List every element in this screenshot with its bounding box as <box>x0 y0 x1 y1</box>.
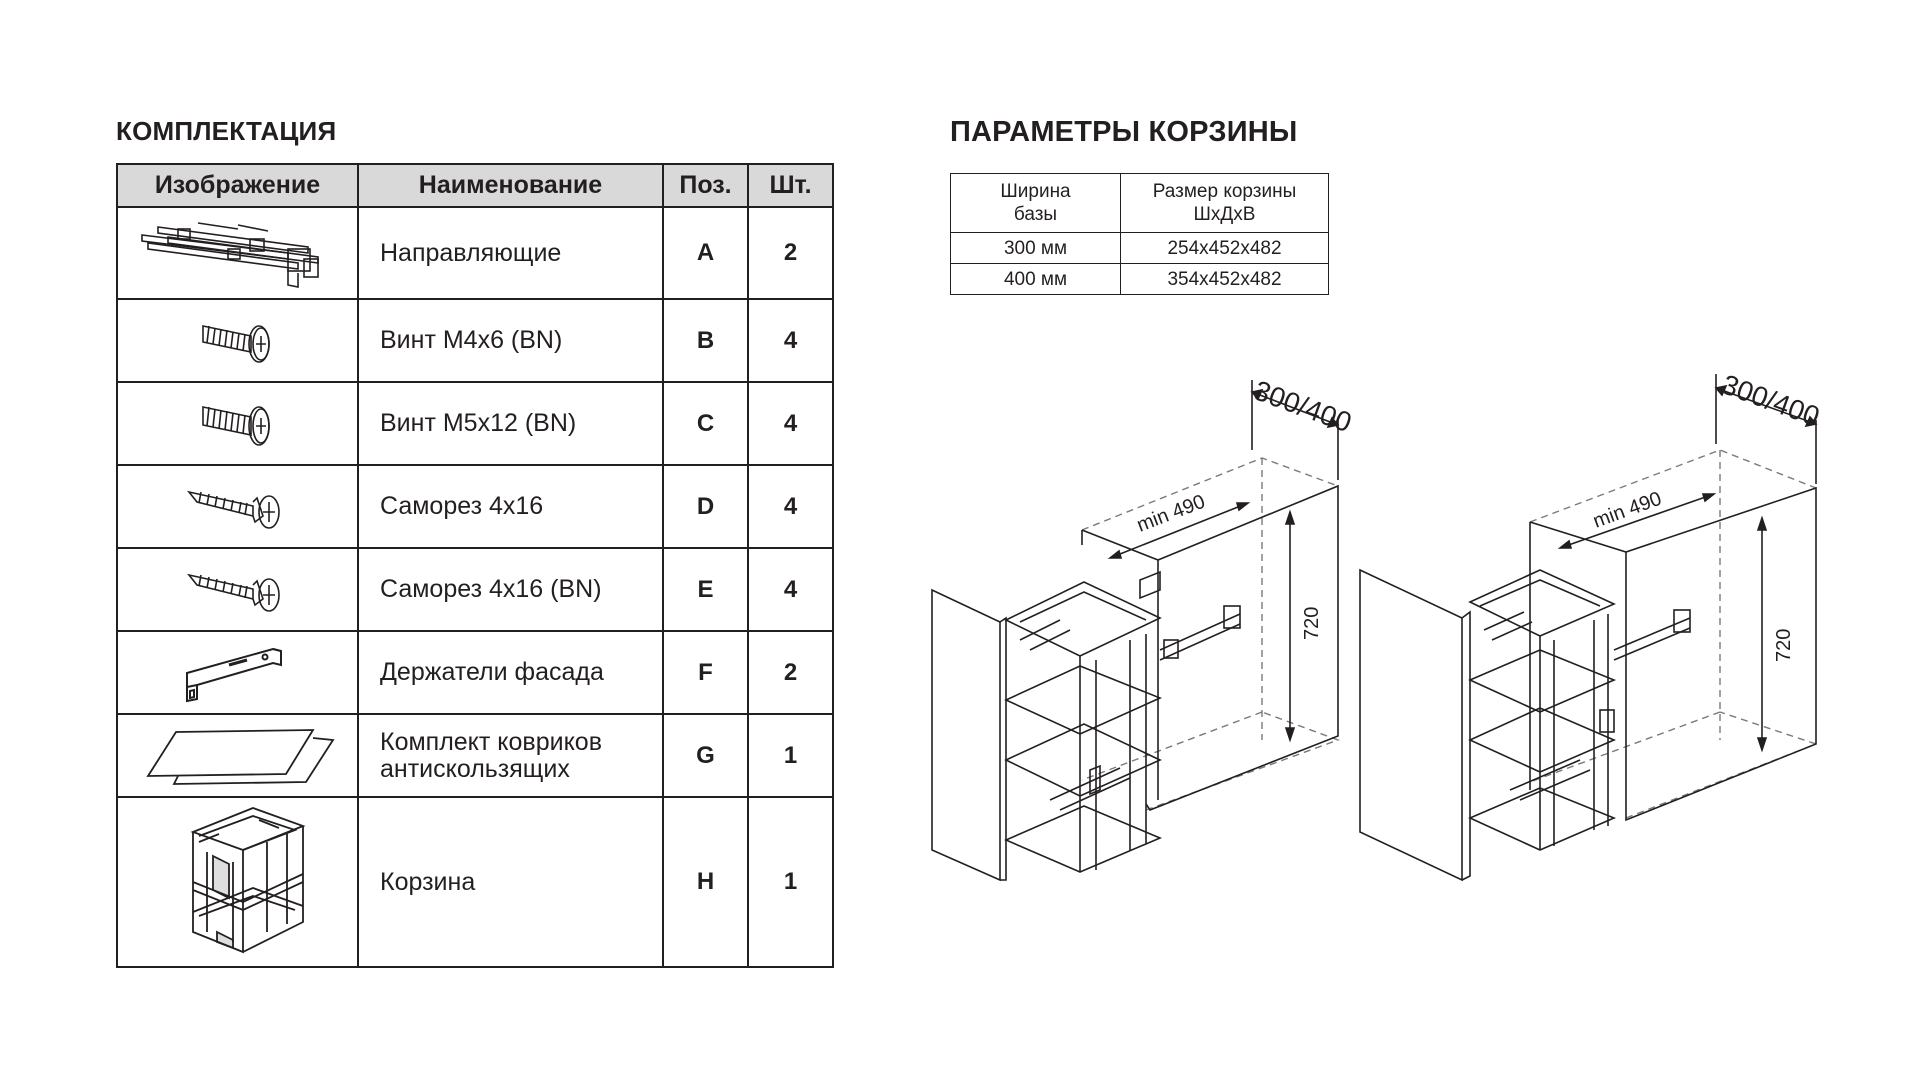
item-name: Саморез 4х16 <box>357 464 664 549</box>
item-name-line1: Комплект ковриков <box>380 727 602 756</box>
item-name: Комплект ковриков антискользящих <box>357 713 664 798</box>
item-pos: A <box>662 206 749 300</box>
drawer-slides-icon <box>140 222 319 288</box>
header-basket-size-line1: Размер корзины <box>1152 181 1297 202</box>
item-pos: G <box>662 713 749 798</box>
item-pos: C <box>662 381 749 466</box>
height-label-right: 720 <box>1773 629 1795 662</box>
header-qty: Шт. <box>747 163 834 208</box>
item-name-line2: антискользящих <box>380 754 570 783</box>
header-pos: Поз. <box>662 163 749 208</box>
item-pos: B <box>662 298 749 383</box>
item-qty: 4 <box>747 547 834 632</box>
item-qty: 2 <box>747 206 834 300</box>
base-width-cell: 300 мм <box>950 232 1121 264</box>
item-name: Держатели фасада <box>357 630 664 715</box>
item-name: Направляющие <box>357 206 664 300</box>
depth-label-left: min 490 <box>1134 491 1208 537</box>
table-row: Саморез 4х16 (BN) E 4 <box>116 547 834 632</box>
params-table: Ширина базы Размер корзины ШхДхВ 300 мм … <box>950 173 1329 295</box>
item-pos: F <box>662 630 749 715</box>
params-title: ПАРАМЕТРЫ КОРЗИНЫ <box>950 116 1298 148</box>
screw-m5-icon <box>201 405 270 446</box>
anti-slip-mats-icon <box>145 728 335 785</box>
basket-size-cell: 354x452x482 <box>1120 263 1329 295</box>
table-row: Направляющие A 2 <box>116 206 834 300</box>
facade-bracket-icon <box>185 647 282 702</box>
item-qty: 1 <box>747 713 834 798</box>
cabinet-left <box>931 380 1341 882</box>
item-pos: H <box>662 796 749 968</box>
item-qty: 2 <box>747 630 834 715</box>
item-name: Винт М5х12 (BN) <box>357 381 664 466</box>
item-qty: 4 <box>747 381 834 466</box>
item-name: Корзина <box>357 796 664 968</box>
table-row: Держатели фасада F 2 <box>116 630 834 715</box>
basket-icon <box>189 807 306 954</box>
header-base-width-line2: базы <box>1013 204 1058 225</box>
width-label-left: 300/400 <box>1250 375 1356 439</box>
base-width-cell: 400 мм <box>950 263 1121 295</box>
header-name: Наименование <box>357 163 664 208</box>
header-basket-size-line2: ШхДхВ <box>1193 204 1256 225</box>
wood-screw-icon <box>186 490 280 529</box>
item-pos: E <box>662 547 749 632</box>
item-qty: 4 <box>747 464 834 549</box>
params-header-row: Ширина базы Размер корзины ШхДхВ <box>950 173 1329 233</box>
header-base-width-line1: Ширина <box>1000 181 1071 202</box>
item-name: Винт М4х6 (BN) <box>357 298 664 383</box>
table-row: Винт М5х12 (BN) C 4 <box>116 381 834 466</box>
kit-title: КОМПЛЕКТАЦИЯ <box>116 116 337 146</box>
screw-m4-icon <box>201 324 270 363</box>
basket-size-cell: 254x452x482 <box>1120 232 1329 264</box>
header-image: Изображение <box>116 163 359 208</box>
table-row: Винт М4х6 (BN) B 4 <box>116 298 834 383</box>
header-basket-size: Размер корзины ШхДхВ <box>1120 173 1329 233</box>
item-name: Саморез 4х16 (BN) <box>357 547 664 632</box>
height-label-left: 720 <box>1301 607 1323 640</box>
table-row: Комплект ковриков антискользящих G 1 <box>116 713 834 798</box>
item-pos: D <box>662 464 749 549</box>
table-row: 300 мм 254x452x482 <box>950 232 1329 264</box>
item-qty: 4 <box>747 298 834 383</box>
width-label-right: 300/400 <box>1718 369 1824 433</box>
table-row: Корзина H 1 <box>116 796 834 968</box>
table-row: Саморез 4х16 D 4 <box>116 464 834 549</box>
kit-header-row: Изображение Наименование Поз. Шт. <box>116 163 834 208</box>
cabinet-right <box>1359 374 1819 882</box>
item-qty: 1 <box>747 796 834 968</box>
table-row: 400 мм 354x452x482 <box>950 263 1329 295</box>
wood-screw-bn-icon <box>186 573 280 612</box>
kit-table: Изображение Наименование Поз. Шт. <box>116 163 834 968</box>
